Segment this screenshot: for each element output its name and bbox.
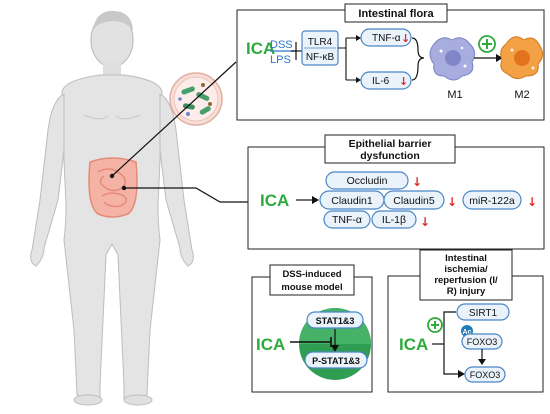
acetyl-badge-label: Ac [463,329,472,336]
il1b-label: IL-1β [382,214,406,226]
panel-title-line3: reperfusion (I/ [434,275,498,286]
stat-label: STAT1&3 [316,316,355,326]
stat-pill [306,311,364,329]
panel-frame [236,9,545,121]
tnfa-pill [323,210,371,229]
dss-label: DSS [270,39,293,51]
m1-label: M1 [447,89,462,101]
panel-title-line1: Epithelial barrier [349,138,432,150]
panel-title-line1: DSS-induced [282,269,341,280]
mir122a-pill [462,190,522,210]
claudin5-label: Claudin5 [393,195,435,207]
panel-epithelial-barrier: Epithelial barrier dysfunction ICA Occlu… [247,134,545,250]
plus-icon [427,317,443,333]
claudin1-label: Claudin1 [331,195,373,207]
mir122a-label: miR-122a [469,195,515,207]
pstat-label: P-STAT1&3 [312,356,360,366]
sirt1-pill [456,303,510,321]
down-arrow-icon: ↓ [412,175,422,189]
panel-title-box [269,264,355,296]
m2-label: M2 [514,89,529,101]
down-arrow-icon: ↓ [420,215,430,229]
occludin-pill [325,171,409,190]
panel-title-box [324,134,456,164]
m2-macrophage-icon [500,36,544,80]
panel-title-line2: ischemia/ [444,264,488,275]
il1b-pill [371,210,417,229]
connector-lines [109,61,248,203]
ica-label: ICA [399,335,428,354]
panel-intestinal-flora: Intestinal flora ICA DSS LPS TLR4 NF-κB … [236,3,545,121]
ica-label: ICA [260,191,289,210]
foxo3-pill [464,366,506,383]
down-arrow-icon: ↓ [399,75,408,88]
ica-label: ICA [256,335,285,354]
lps-label: LPS [270,54,291,66]
m1-macrophage-icon [429,37,476,81]
panel-title-line2: mouse model [281,282,342,293]
down-arrow-icon: ↓ [527,195,537,209]
panel-title-box [344,3,448,23]
il6-label: IL-6 [372,76,390,87]
tnfa-label: TNF-α [332,214,362,226]
pstat-pill [304,351,368,369]
panel-dss-mouse-model: DSS-induced mouse model STAT1&3 P-STAT1&… [251,264,373,393]
intestine-illustration [88,157,138,218]
tnfa-label: TNF-α [372,33,401,44]
sirt1-label: SIRT1 [469,308,498,319]
panel-title-line4: R) injury [447,286,486,297]
il6-pill [360,71,412,90]
ica-label: ICA [246,39,275,58]
occludin-label: Occludin [347,175,388,187]
human-body-illustration [30,10,194,406]
plus-icon [478,35,496,53]
tlr4-label: TLR4 [308,37,333,48]
panel-intestinal-ischemia: Intestinal ischemia/ reperfusion (I/ R) … [387,249,544,393]
panel-title-box [419,249,513,301]
nfkb-label: NF-κB [306,52,335,63]
tnfa-pill [360,28,412,47]
panel-title-line1: Intestinal [445,253,487,264]
panel-title-line2: dysfunction [360,150,420,162]
panel-title: Intestinal flora [358,8,434,20]
foxo3-label: FOXO3 [467,337,498,347]
foxo3-label: FOXO3 [470,370,501,380]
down-arrow-icon: ↓ [447,195,457,209]
down-arrow-icon: ↓ [401,32,410,45]
claudin5-pill [383,190,445,210]
